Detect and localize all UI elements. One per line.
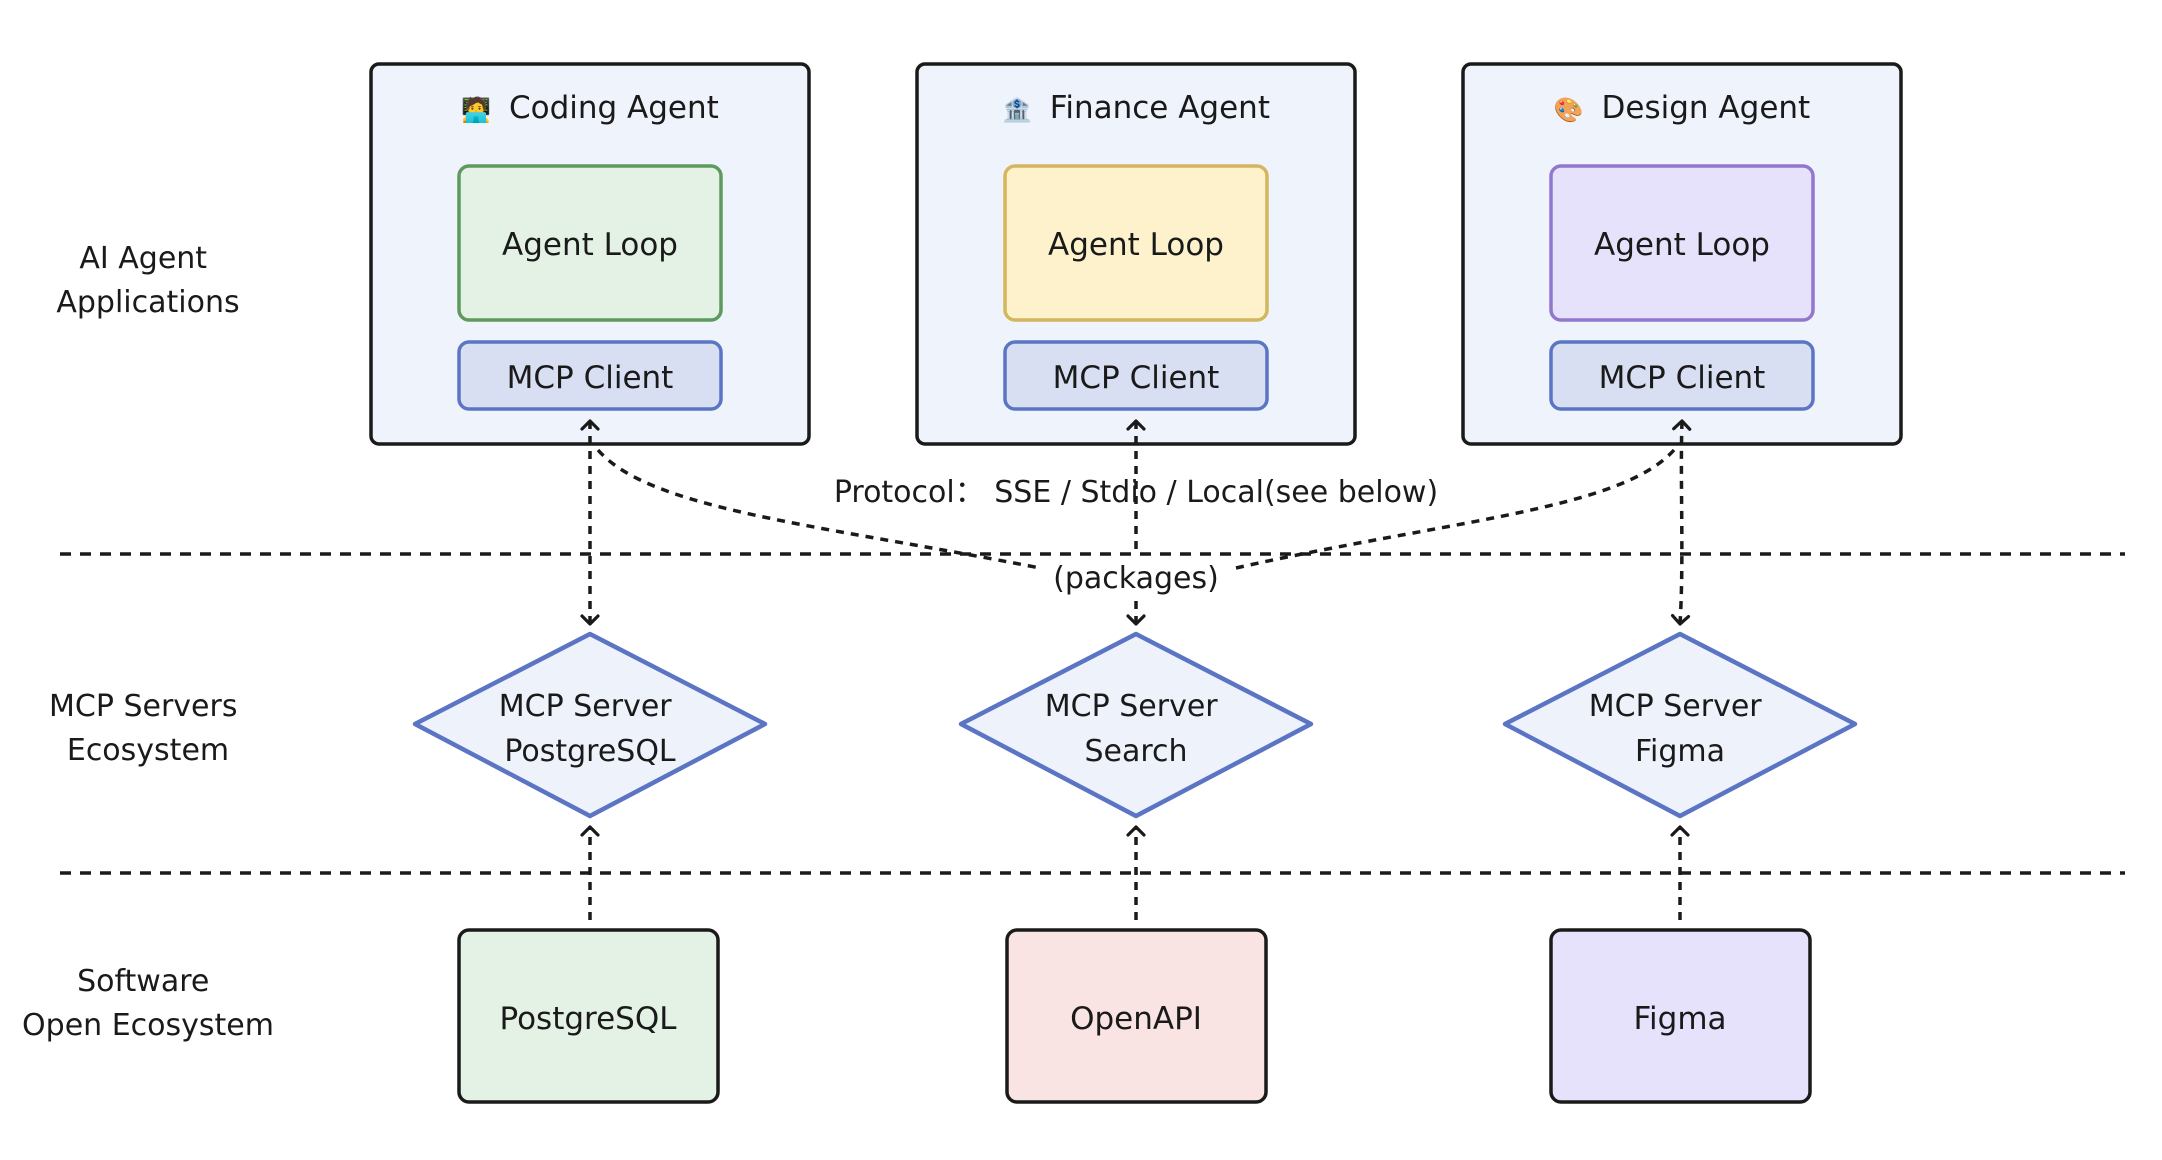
mcp-server-name: Figma	[1635, 734, 1725, 769]
mcp-server-label: MCP Server	[499, 689, 673, 724]
mcp-server-label: MCP Server	[1045, 689, 1219, 724]
row-label-apps: AI Agent Applications	[56, 241, 239, 320]
agent-title-finance: 🏦 Finance Agent	[1002, 90, 1270, 126]
mcp-server-figma[interactable]: MCP Server Figma	[1502, 631, 1858, 819]
packages-label-bg	[1050, 556, 1222, 600]
robot-coder-icon: 🧑‍💻	[461, 95, 491, 124]
software-label: PostgreSQL	[499, 1001, 677, 1037]
connector-coding-to-packages	[596, 448, 1041, 570]
mcp-client-finance[interactable]	[1003, 340, 1269, 411]
agent-title-coding: 🧑‍💻 Coding Agent	[461, 90, 719, 126]
row-label-software: Software Open Ecosystem	[22, 964, 274, 1043]
agent-box-design[interactable]: 🎨 Design Agent Agent Loop MCP Client	[1461, 62, 1903, 446]
svg-text:MCP Server Figma: MCP Server Figma	[1589, 689, 1771, 769]
row-label-servers: MCP Servers Ecosystem	[49, 689, 247, 768]
svg-text:MCP Server Search: MCP Server Search	[1045, 689, 1227, 769]
bank-icon: 🏦	[1002, 96, 1032, 124]
protocol-label: Protocol： SSE / Stdio / Local(see below)	[834, 475, 1438, 510]
agent-box-finance[interactable]: 🏦 Finance Agent Agent Loop MCP Client	[915, 62, 1357, 446]
agent-box-coding[interactable]: 🧑‍💻 Coding Agent Agent Loop MCP Client	[369, 62, 811, 446]
mcp-server-search[interactable]: MCP Server Search	[958, 631, 1314, 819]
agent-loop-finance[interactable]	[1003, 164, 1269, 322]
agent-loop-label: Agent Loop	[502, 227, 678, 263]
software-postgresql[interactable]: PostgreSQL	[457, 928, 720, 1104]
agent-loop-label: Agent Loop	[1048, 227, 1224, 263]
palette-icon: 🎨	[1554, 95, 1584, 124]
packages-label: (packages)	[1053, 561, 1219, 596]
software-figma[interactable]: Figma	[1549, 928, 1812, 1104]
connector-design-to-packages	[1235, 448, 1676, 570]
mcp-client-label: MCP Client	[1053, 360, 1220, 396]
agent-loop-design[interactable]	[1549, 164, 1815, 322]
mcp-client-design[interactable]	[1549, 340, 1815, 411]
mcp-server-name: PostgreSQL	[504, 734, 676, 769]
connector-design	[1670, 419, 1692, 626]
agent-loop-coding[interactable]	[457, 164, 723, 322]
agent-title-design: 🎨 Design Agent	[1554, 90, 1810, 126]
mcp-server-name: Search	[1084, 734, 1187, 769]
agent-loop-label: Agent Loop	[1594, 227, 1770, 263]
mcp-client-label: MCP Client	[1599, 360, 1766, 396]
software-openapi[interactable]: OpenAPI	[1005, 928, 1268, 1104]
software-label: OpenAPI	[1070, 1001, 1202, 1037]
mcp-client-coding[interactable]	[457, 340, 723, 411]
mcp-server-postgresql[interactable]: MCP Server PostgreSQL	[412, 631, 768, 819]
software-label: Figma	[1633, 1001, 1726, 1037]
svg-text:MCP Server PostgreSQL: MCP Server PostgreSQL	[499, 689, 681, 769]
mcp-server-label: MCP Server	[1589, 689, 1763, 724]
mcp-client-label: MCP Client	[507, 360, 674, 396]
